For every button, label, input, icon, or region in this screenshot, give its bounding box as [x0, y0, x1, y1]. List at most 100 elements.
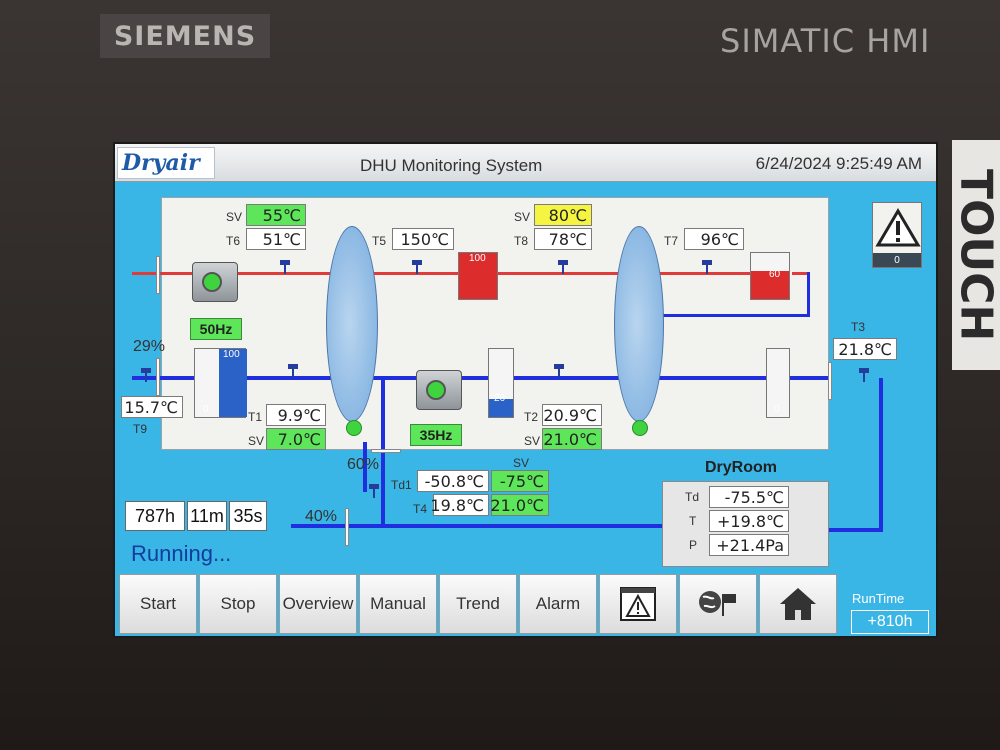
- damper-left-percent: 29%: [133, 338, 166, 355]
- wheel-1-status-icon: [346, 420, 362, 436]
- alarm-window-button[interactable]: [599, 574, 677, 634]
- damper-40: [345, 508, 349, 546]
- t8-value: 78℃: [534, 228, 592, 250]
- sensor-t7-icon: [702, 260, 712, 274]
- stop-button[interactable]: Stop: [199, 574, 277, 634]
- dryroom-panel: Td -75.5℃ T +19.8℃ P +21.4Pa: [662, 481, 829, 567]
- sensor-t8-icon: [558, 260, 568, 274]
- dryroom-t-label: T: [689, 514, 697, 528]
- total-runtime-label: RunTime: [852, 591, 905, 606]
- manual-button[interactable]: Manual: [359, 574, 437, 634]
- warning-icon: [875, 208, 921, 247]
- t3-label: T3: [851, 320, 866, 334]
- t3-value: 21.8℃: [833, 338, 897, 360]
- t1-value: 9.9℃: [266, 404, 326, 426]
- hot-air-pipe-right: [792, 272, 807, 275]
- process-fan-frequency[interactable]: 35Hz: [410, 424, 462, 446]
- t6-label: T6: [226, 234, 241, 248]
- return-pipe-bottom: [291, 524, 665, 528]
- sv1-label: SV: [226, 210, 243, 224]
- regen-fan-status-icon: [202, 272, 222, 292]
- return-pipe-right-vertical: [879, 378, 883, 532]
- sv3-value[interactable]: 7.0℃: [266, 428, 326, 450]
- return-sv-label: SV: [513, 456, 530, 470]
- sv4-label: SV: [524, 434, 541, 448]
- damper-60-percent: 60%: [347, 456, 380, 473]
- t4-label: T4: [413, 502, 428, 516]
- t2-label: T2: [524, 410, 539, 424]
- hot-air-pipe: [132, 272, 772, 275]
- damper-lower-left: [156, 358, 160, 396]
- t6-value: 51℃: [246, 228, 306, 250]
- tank1-bottom: 0: [203, 404, 209, 415]
- runtime-minutes: 11m: [187, 501, 227, 531]
- damper-60: [371, 449, 401, 453]
- td1-value: -50.8℃: [417, 470, 489, 492]
- dryroom-title: DryRoom: [705, 459, 778, 476]
- sensor-td1-icon: [369, 484, 379, 498]
- dryroom-p-label: P: [689, 538, 698, 552]
- tank2-level: 26: [494, 393, 506, 404]
- sensor-t5-icon: [412, 260, 422, 274]
- desiccant-wheel-2[interactable]: [614, 226, 664, 422]
- td1-setpoint[interactable]: -75℃: [491, 470, 549, 492]
- t8-label: T8: [514, 234, 529, 248]
- return-loop-horizontal: [662, 314, 810, 317]
- alarm-button[interactable]: Alarm: [519, 574, 597, 634]
- t4-setpoint[interactable]: 21.0℃: [490, 494, 549, 516]
- alarm-count: 0: [873, 253, 921, 267]
- dryroom-td-value: -75.5℃: [709, 486, 789, 508]
- home-button[interactable]: [759, 574, 837, 634]
- dryroom-t-value: +19.8℃: [709, 510, 789, 532]
- runtime-seconds: 35s: [229, 501, 267, 531]
- process-air-pipe: [132, 376, 832, 380]
- t5-label: T5: [372, 234, 387, 248]
- sensor-t6-icon: [280, 260, 290, 274]
- t5-value: 150℃: [392, 228, 454, 250]
- t9-value: 15.7℃: [121, 396, 183, 418]
- siemens-logo: SIEMENS: [100, 14, 270, 58]
- t9-label: T9: [133, 422, 148, 436]
- process-diagram: SV 55℃ T6 51℃ 50Hz T5 150℃ 100 SV 80℃ T8…: [132, 197, 832, 450]
- alarm-window-icon: [620, 587, 656, 621]
- sensor-t9-icon: [141, 368, 151, 382]
- trend-button[interactable]: Trend: [439, 574, 517, 634]
- return-pipe-right-horizontal: [829, 528, 883, 532]
- start-button[interactable]: Start: [119, 574, 197, 634]
- t4-value: 19.8℃: [430, 494, 489, 516]
- language-button[interactable]: [679, 574, 757, 634]
- title-bar: Dryair DHU Monitoring System 6/24/2024 9…: [115, 144, 936, 182]
- alarm-indicator[interactable]: 0: [872, 202, 922, 268]
- mix-pipe-vertical-2: [363, 442, 367, 492]
- cooling-coil-1: 100 0: [194, 348, 247, 418]
- sv3-label: SV: [248, 434, 265, 448]
- sv4-value[interactable]: 21.0℃: [542, 428, 602, 450]
- damper-upper-left: [156, 256, 160, 294]
- desiccant-wheel-1[interactable]: [326, 226, 378, 422]
- sv1-value[interactable]: 55℃: [246, 204, 306, 226]
- cooling-coil-3: 0: [766, 348, 790, 418]
- datetime: 6/24/2024 9:25:49 AM: [755, 154, 922, 173]
- heater-1-level: 100: [469, 253, 486, 264]
- status-text: Running...: [131, 541, 232, 566]
- td1-label: Td1: [391, 478, 412, 492]
- process-fan-status-icon: [426, 380, 446, 400]
- simatic-hmi-label: SIMATIC HMI: [720, 22, 931, 60]
- damper-lower-right: [828, 362, 832, 400]
- overview-button[interactable]: Overview: [279, 574, 357, 634]
- sv2-value[interactable]: 80℃: [534, 204, 592, 226]
- dryroom-td-label: Td: [685, 490, 700, 504]
- sensor-t3-icon: [859, 368, 869, 382]
- tank3-bottom: 0: [774, 404, 780, 415]
- t2-value: 20.9℃: [542, 404, 602, 426]
- return-loop-vertical: [807, 272, 810, 316]
- wheel-2-status-icon: [632, 420, 648, 436]
- hmi-screen: Dryair DHU Monitoring System 6/24/2024 9…: [113, 142, 938, 638]
- bottom-nav: Start Stop Overview Manual Trend Alarm: [119, 574, 849, 636]
- heater-2-level: 60: [769, 269, 781, 280]
- runtime-hours: 787h: [125, 501, 185, 531]
- globe-flag-icon: [699, 591, 736, 616]
- total-runtime-value: +810h: [851, 610, 929, 634]
- sv2-label: SV: [514, 210, 531, 224]
- regen-fan-frequency[interactable]: 50Hz: [190, 318, 242, 340]
